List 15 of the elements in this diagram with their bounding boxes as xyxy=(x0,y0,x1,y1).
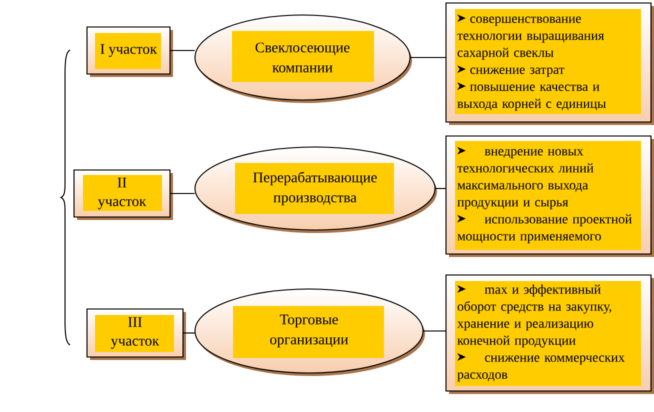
ellipse-node: Свеклосеющие компании xyxy=(194,14,412,104)
bullet-list-box: max и эффективный оборот средств на закупку, хранение и реализацию конечной продукции снижение коммерческих расходов xyxy=(445,274,654,394)
connector-line xyxy=(435,188,446,190)
connector-line xyxy=(170,192,195,194)
connector-line xyxy=(410,56,446,58)
bullet-list-box: совершенствование технологии выращивания сахарной свеклы снижение затрат повышение качества и выхода корней с единицы xyxy=(445,2,654,125)
label-box: III участок xyxy=(86,308,186,360)
ellipse-node: Торговые организации xyxy=(194,288,425,376)
connector-line xyxy=(423,330,446,332)
label-box: II участок xyxy=(73,169,173,220)
ellipse-node: Перерабатывающие производства xyxy=(194,146,437,233)
bullet-list-box: внедрение новых технологических линий максимального выхода продукции и сырья использование проектной мощности применяемого xyxy=(445,135,654,257)
connector-line xyxy=(183,332,195,334)
label-box: I участок xyxy=(86,26,173,77)
connector-line xyxy=(170,50,195,52)
